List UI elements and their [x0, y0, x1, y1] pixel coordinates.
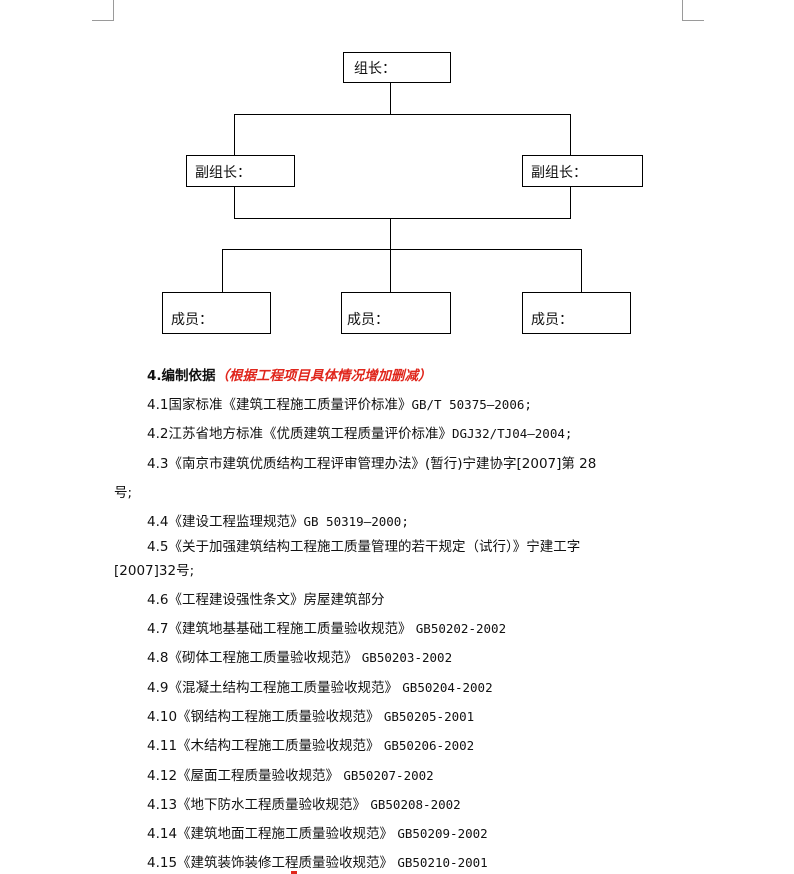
item-text: 4.9《混凝土结构工程施工质量验收规范》 — [147, 680, 398, 696]
item-text: 4.12《屋面工程质量验收规范》 — [147, 768, 340, 784]
list-item: 4.2江苏省地方标准《优质建筑工程质量评价标准》DGJ32/TJ04—2004; — [147, 425, 572, 443]
red-revision-mark — [291, 871, 297, 874]
item-text: 4.2江苏省地方标准《优质建筑工程质量评价标准》 — [147, 426, 452, 442]
item-code: GB50206-2002 — [383, 738, 475, 753]
connector-line — [570, 187, 571, 218]
list-item: 4.11《木结构工程施工质量验收规范》 GB50206-2002 — [147, 737, 474, 755]
list-item: 4.7《建筑地基基础工程施工质量验收规范》 GB50202-2002 — [147, 620, 506, 638]
list-item: 4.6《工程建设强性条文》房屋建筑部分 — [147, 591, 384, 609]
connector-line — [234, 218, 571, 219]
list-item: 4.9《混凝土结构工程施工质量验收规范》 GB50204-2002 — [147, 679, 493, 697]
item-code: GB50210-2001 — [397, 855, 488, 870]
connector-line — [234, 114, 235, 155]
deputy-box-right: 副组长： — [522, 155, 643, 187]
connector-line — [234, 114, 571, 115]
member-label-1: 成员： — [171, 312, 213, 328]
connector-line — [581, 249, 582, 292]
connector-line — [390, 83, 391, 114]
list-item: 4.12《屋面工程质量验收规范》 GB50207-2002 — [147, 767, 434, 785]
item-code: GB/T 50375—2006; — [411, 397, 532, 412]
list-item: 4.15《建筑装饰装修工程质量验收规范》 GB50210-2001 — [147, 854, 488, 872]
connector-line — [222, 249, 582, 250]
item-text: 4.11《木结构工程施工质量验收规范》 — [147, 738, 380, 754]
item-text: 号; — [114, 485, 133, 501]
item-text: 4.13《地下防水工程质量验收规范》 — [147, 797, 367, 813]
list-item-continuation: [2007]32号; — [114, 562, 194, 580]
deputy-box-left: 副组长： — [186, 155, 295, 187]
crop-mark-left-horizontal — [92, 20, 114, 21]
item-text: 4.10《钢结构工程施工质量验收规范》 — [147, 709, 380, 725]
item-code: DGJ32/TJ04—2004; — [451, 426, 573, 441]
item-code: GB50209-2002 — [397, 826, 488, 841]
item-text: 4.15《建筑装饰装修工程质量验收规范》 — [147, 855, 394, 871]
item-text: 4.1国家标准《建筑工程施工质量评价标准》 — [147, 397, 412, 413]
connector-line — [390, 218, 391, 249]
crop-mark-right-vertical — [682, 0, 683, 20]
member-label-2: 成员： — [347, 312, 389, 328]
item-code: GB50203-2002 — [361, 650, 453, 665]
item-text: 4.14《建筑地面工程施工质量验收规范》 — [147, 826, 394, 842]
leader-label: 组长： — [354, 61, 396, 77]
list-item: 4.13《地下防水工程质量验收规范》 GB50208-2002 — [147, 796, 461, 814]
list-item: 4.10《钢结构工程施工质量验收规范》 GB50205-2001 — [147, 708, 474, 726]
list-item: 4.14《建筑地面工程施工质量验收规范》 GB50209-2002 — [147, 825, 488, 843]
list-item-continuation: 号; — [114, 484, 132, 502]
item-text: 4.5《关于加强建筑结构工程施工质量管理的若干规定（试行）》宁建工字 — [147, 539, 581, 555]
item-code: GB50202-2002 — [415, 621, 507, 636]
item-code: GB50204-2002 — [402, 680, 493, 695]
connector-line — [570, 114, 571, 155]
member-box-1: 成员： — [162, 292, 271, 334]
list-item: 4.8《砌体工程施工质量验收规范》 GB50203-2002 — [147, 649, 452, 667]
member-box-3: 成员： — [522, 292, 631, 334]
connector-line — [234, 187, 235, 218]
connector-line — [222, 249, 223, 292]
member-box-2: 成员： — [341, 292, 451, 334]
crop-mark-right-horizontal — [682, 20, 704, 21]
item-text: 4.4《建设工程监理规范》 — [147, 514, 304, 530]
leader-box: 组长： — [343, 52, 451, 83]
section-title: 4.编制依据 — [147, 368, 216, 384]
section-heading: 4.编制依据（根据工程项目具体情况增加删减） — [147, 367, 432, 385]
member-label-3: 成员： — [531, 312, 573, 328]
item-code: GB50207-2002 — [343, 768, 434, 783]
item-code: GB50205-2001 — [383, 709, 475, 724]
list-item: 4.3《南京市建筑优质结构工程评审管理办法》(暂行)宁建协字[2007]第 28 — [147, 455, 596, 473]
list-item: 4.1国家标准《建筑工程施工质量评价标准》GB/T 50375—2006; — [147, 396, 532, 414]
section-note: （根据工程项目具体情况增加删减） — [215, 368, 432, 384]
deputy-label-right: 副组长： — [531, 165, 587, 181]
item-code: GB 50319—2000; — [303, 514, 409, 529]
crop-mark-left-vertical — [113, 0, 114, 20]
deputy-label-left: 副组长： — [195, 165, 251, 181]
item-code: GB50208-2002 — [370, 797, 461, 812]
item-text: 4.3《南京市建筑优质结构工程评审管理办法》(暂行)宁建协字[2007]第 28 — [147, 456, 597, 472]
item-text: 4.8《砌体工程施工质量验收规范》 — [147, 650, 358, 666]
list-item: 4.4《建设工程监理规范》GB 50319—2000; — [147, 513, 409, 531]
item-text: [2007]32号; — [114, 563, 195, 579]
list-item: 4.5《关于加强建筑结构工程施工质量管理的若干规定（试行）》宁建工字 — [147, 538, 580, 556]
item-text: 4.6《工程建设强性条文》房屋建筑部分 — [147, 592, 385, 608]
connector-line — [390, 249, 391, 292]
item-text: 4.7《建筑地基基础工程施工质量验收规范》 — [147, 621, 412, 637]
